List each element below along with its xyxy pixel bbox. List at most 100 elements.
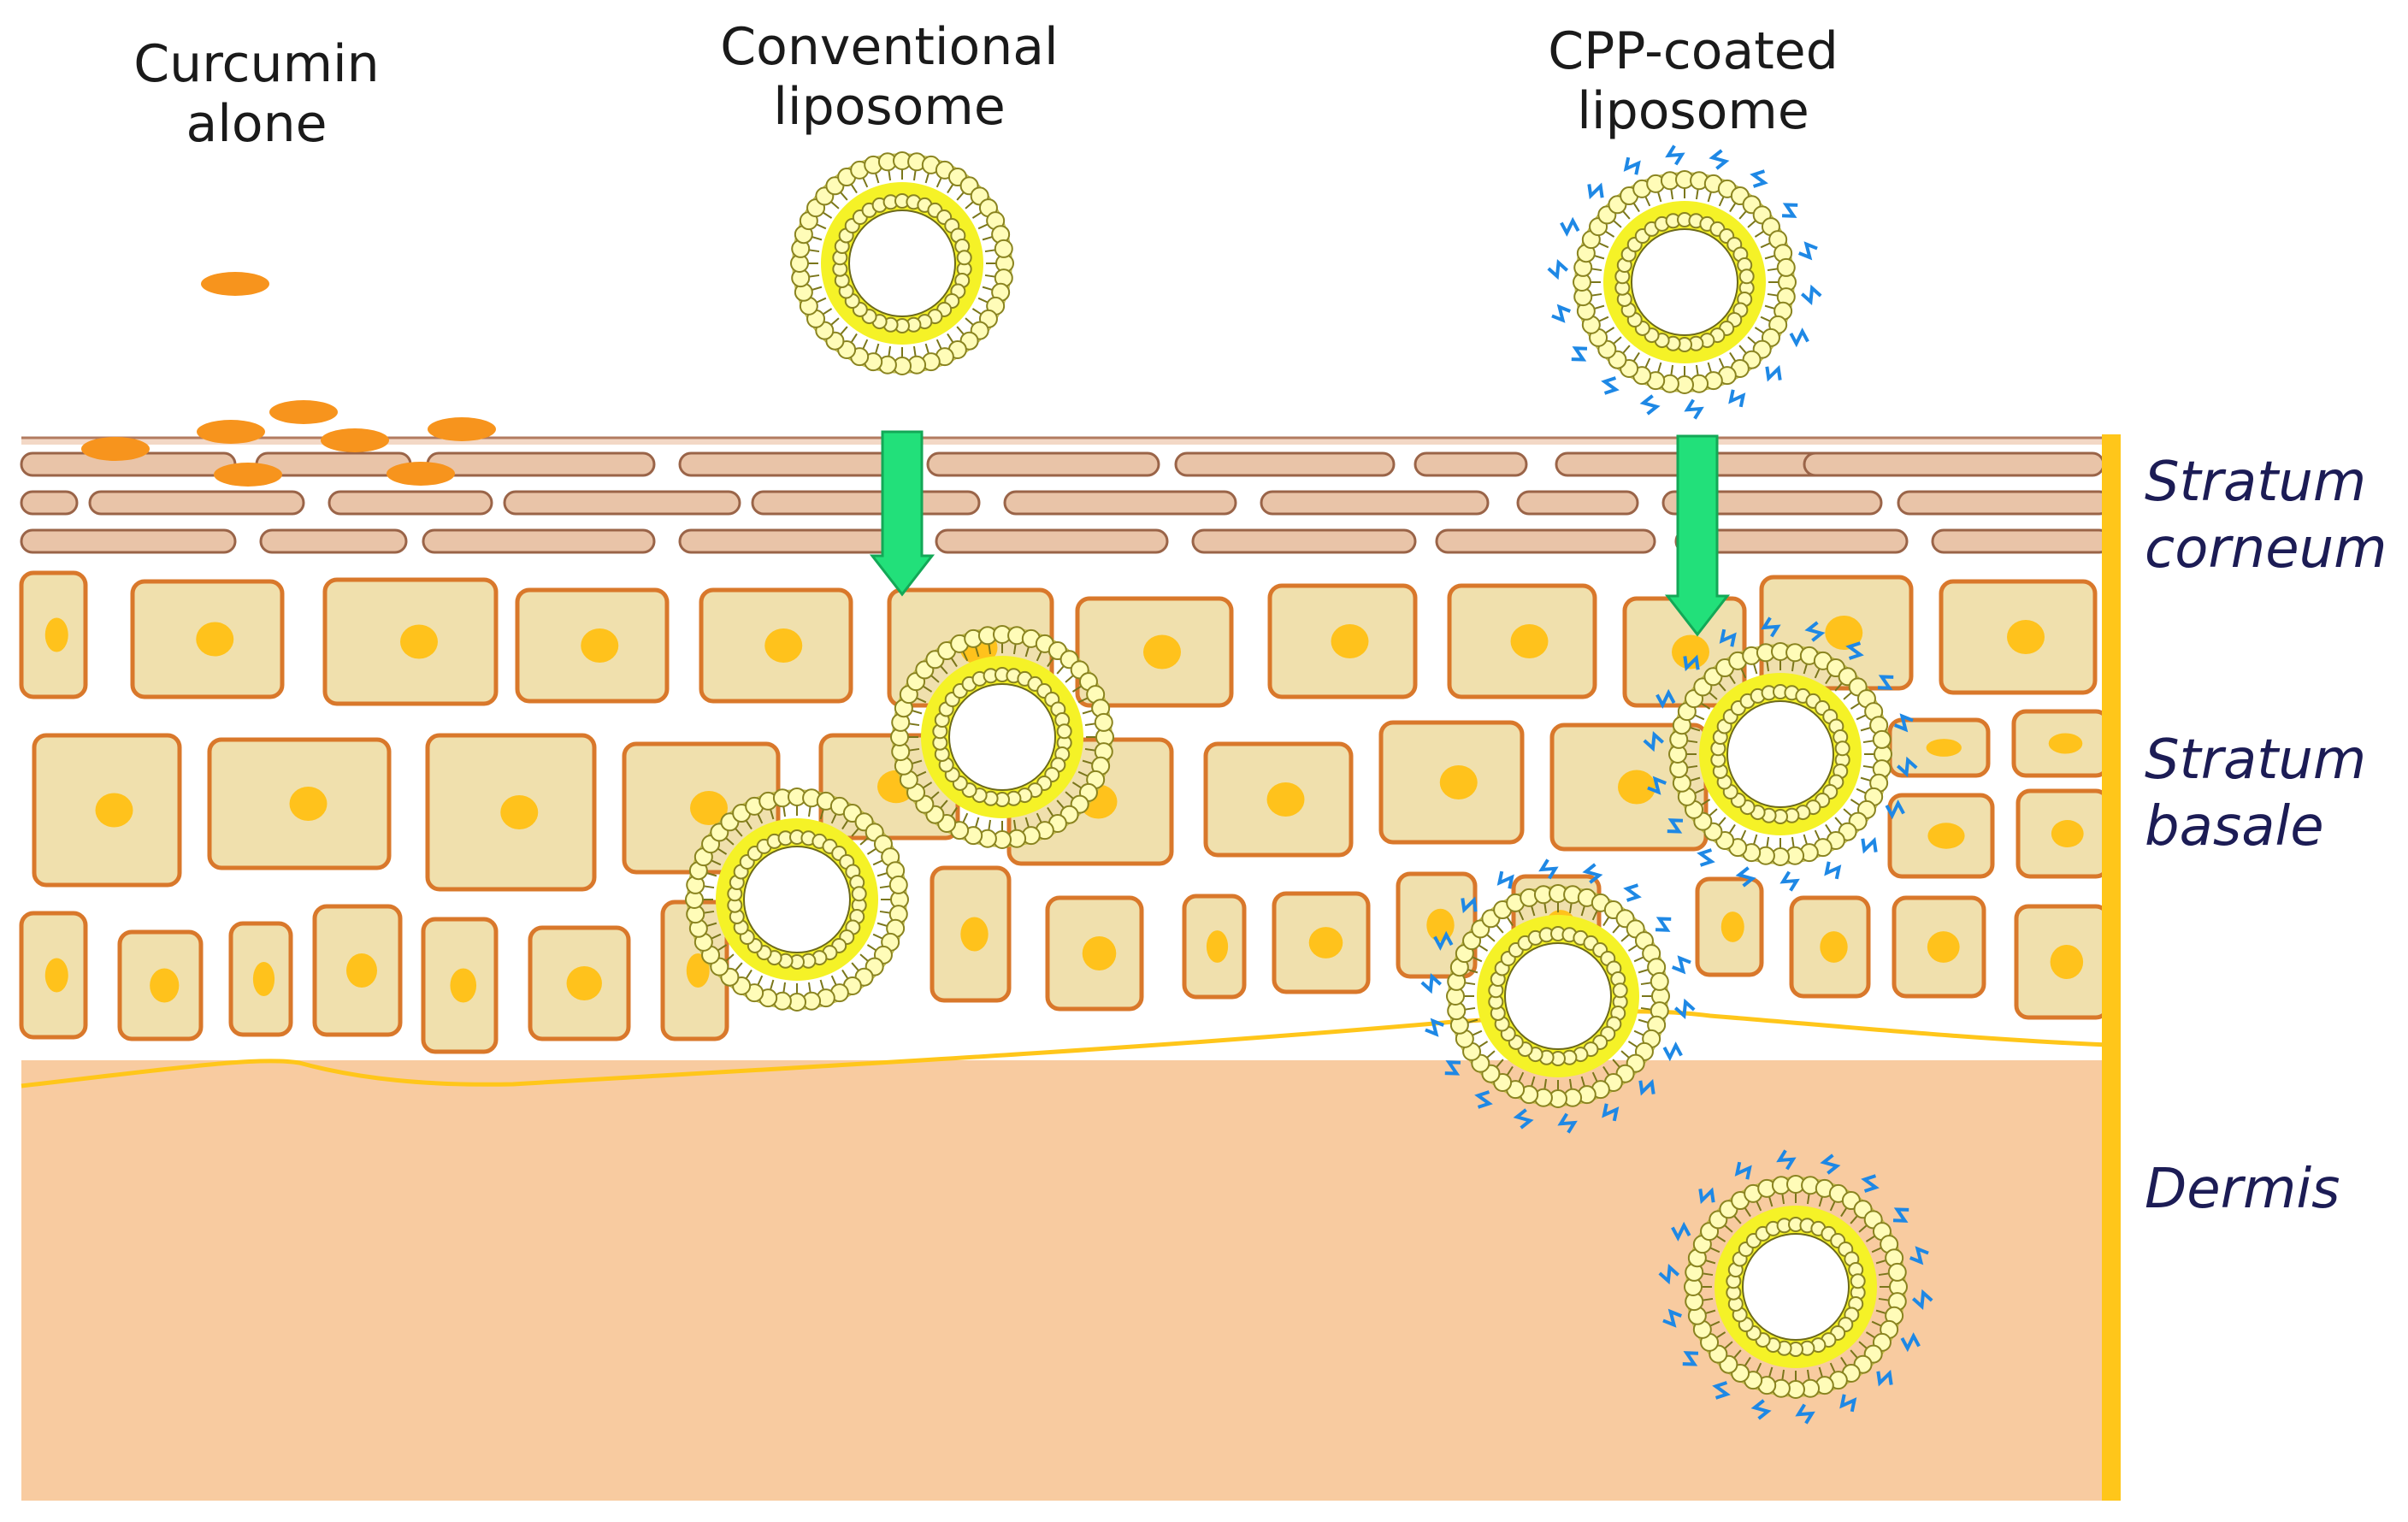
cpp-peptide bbox=[1750, 169, 1768, 188]
label-dermis: Dermis bbox=[2145, 1158, 2340, 1221]
cell-nucleus bbox=[44, 617, 68, 652]
curcumin-particle bbox=[269, 400, 338, 424]
cell-nucleus bbox=[400, 624, 438, 659]
cpp-peptide bbox=[1662, 1308, 1682, 1328]
cpp-peptide bbox=[1623, 156, 1641, 175]
corneocyte bbox=[422, 528, 656, 554]
corneocyte bbox=[1803, 451, 2105, 477]
corneocyte bbox=[503, 490, 741, 516]
curcumin-particle bbox=[321, 428, 389, 452]
cell-nucleus bbox=[566, 966, 602, 1000]
cell-nucleus bbox=[1672, 634, 1709, 670]
cpp-peptide bbox=[1547, 259, 1569, 280]
corneocyte bbox=[1191, 528, 1417, 554]
cpp-peptide bbox=[1900, 1332, 1921, 1353]
cell-nucleus bbox=[690, 791, 728, 825]
cpp-peptide bbox=[1781, 203, 1798, 218]
cell-nucleus bbox=[2050, 945, 2084, 979]
lipid-head-inner bbox=[851, 886, 867, 902]
cpp-peptide bbox=[1839, 1394, 1857, 1413]
corneocyte bbox=[20, 528, 237, 554]
lipid-head-inner bbox=[1850, 1273, 1866, 1289]
corneocyte bbox=[20, 490, 79, 516]
lipid-head-inner bbox=[956, 250, 972, 266]
cpp-peptide bbox=[1804, 621, 1826, 642]
corneocyte bbox=[426, 451, 656, 477]
cpp-peptide bbox=[1656, 688, 1676, 709]
curcumin-particle bbox=[214, 463, 282, 487]
cell-nucleus bbox=[2048, 733, 2083, 754]
cell-nucleus bbox=[196, 622, 234, 657]
corneocyte bbox=[678, 451, 912, 477]
cpp-peptide bbox=[1658, 1264, 1680, 1285]
cell-nucleus bbox=[1308, 927, 1343, 959]
cpp-peptide bbox=[1496, 870, 1514, 889]
cell-nucleus bbox=[1510, 624, 1549, 658]
curcumin-particle bbox=[387, 462, 455, 486]
lipid-head bbox=[1650, 971, 1669, 991]
cell-nucleus bbox=[960, 917, 989, 952]
curcumin-particle bbox=[201, 272, 269, 296]
cpp-peptide bbox=[1474, 1090, 1493, 1109]
scale-bar bbox=[2102, 434, 2121, 1501]
cell-nucleus bbox=[1720, 911, 1744, 942]
cpp-peptide bbox=[1909, 1246, 1929, 1265]
corneocyte bbox=[935, 528, 1169, 554]
cell-nucleus bbox=[686, 953, 710, 988]
label-cpp-line1: CPP-coated bbox=[1548, 21, 1838, 81]
corneocyte bbox=[328, 490, 493, 516]
cell-nucleus bbox=[2051, 820, 2084, 847]
curcumin-particle bbox=[428, 417, 496, 441]
corneum-top-line bbox=[21, 438, 2108, 445]
cpp-peptide bbox=[1761, 616, 1781, 638]
cpp-peptide bbox=[1684, 398, 1704, 420]
label-stratum-corneum-line1: Stratum bbox=[2145, 451, 2367, 514]
label-cpp-coated-liposome: CPP-coated liposome bbox=[1522, 21, 1864, 141]
cell-nucleus bbox=[764, 628, 803, 663]
liposome-cpp-2 bbox=[1420, 858, 1696, 1134]
liposome-cpp-3 bbox=[1658, 1149, 1933, 1425]
corneocyte bbox=[259, 528, 408, 554]
cpp-peptide bbox=[1672, 955, 1691, 975]
cpp-peptide bbox=[1461, 896, 1478, 914]
cpp-peptide bbox=[1560, 216, 1580, 237]
corneocyte bbox=[1897, 490, 2112, 516]
lipid-head bbox=[888, 875, 908, 894]
cpp-peptide bbox=[1538, 858, 1559, 880]
cpp-peptide bbox=[1557, 1112, 1578, 1134]
cell-nucleus bbox=[1927, 823, 1965, 849]
cell-nucleus bbox=[1927, 931, 1960, 963]
corneocyte bbox=[1414, 451, 1528, 477]
label-stratum-corneum: Stratum corneum bbox=[2145, 449, 2387, 582]
cpp-peptide bbox=[1433, 930, 1454, 951]
lipid-head bbox=[1887, 1262, 1907, 1282]
cpp-peptide bbox=[1638, 1078, 1656, 1096]
cpp-peptide bbox=[1665, 145, 1685, 166]
lipid-head-inner bbox=[1612, 982, 1628, 999]
arrow-conventional bbox=[869, 430, 935, 597]
cell-nucleus bbox=[346, 953, 377, 988]
cell-nucleus bbox=[1331, 624, 1369, 658]
cell-nucleus bbox=[1825, 616, 1863, 650]
cpp-peptide bbox=[1735, 866, 1756, 888]
cell-nucleus bbox=[500, 795, 539, 829]
cpp-peptide bbox=[1697, 848, 1715, 867]
cpp-peptide bbox=[1765, 364, 1782, 382]
label-conventional-liposome: Conventional liposome bbox=[710, 17, 1069, 137]
cpp-peptide bbox=[1698, 1187, 1715, 1205]
cpp-peptide bbox=[1551, 304, 1571, 323]
cell-nucleus bbox=[1820, 931, 1848, 963]
stratum-corneum bbox=[20, 436, 2112, 554]
cpp-peptide bbox=[1876, 1369, 1893, 1387]
cpp-peptide bbox=[1709, 149, 1730, 170]
cpp-peptide bbox=[1602, 1103, 1620, 1122]
liposome-conventional-top bbox=[790, 151, 1014, 375]
cpp-peptide bbox=[1911, 1289, 1933, 1310]
cpp-peptide bbox=[1671, 1221, 1691, 1242]
cpp-peptide bbox=[1667, 818, 1684, 834]
cpp-peptide bbox=[1673, 998, 1696, 1019]
corneocyte bbox=[751, 490, 981, 516]
cpp-peptide bbox=[1425, 1018, 1444, 1037]
cell-nucleus bbox=[1926, 739, 1962, 757]
